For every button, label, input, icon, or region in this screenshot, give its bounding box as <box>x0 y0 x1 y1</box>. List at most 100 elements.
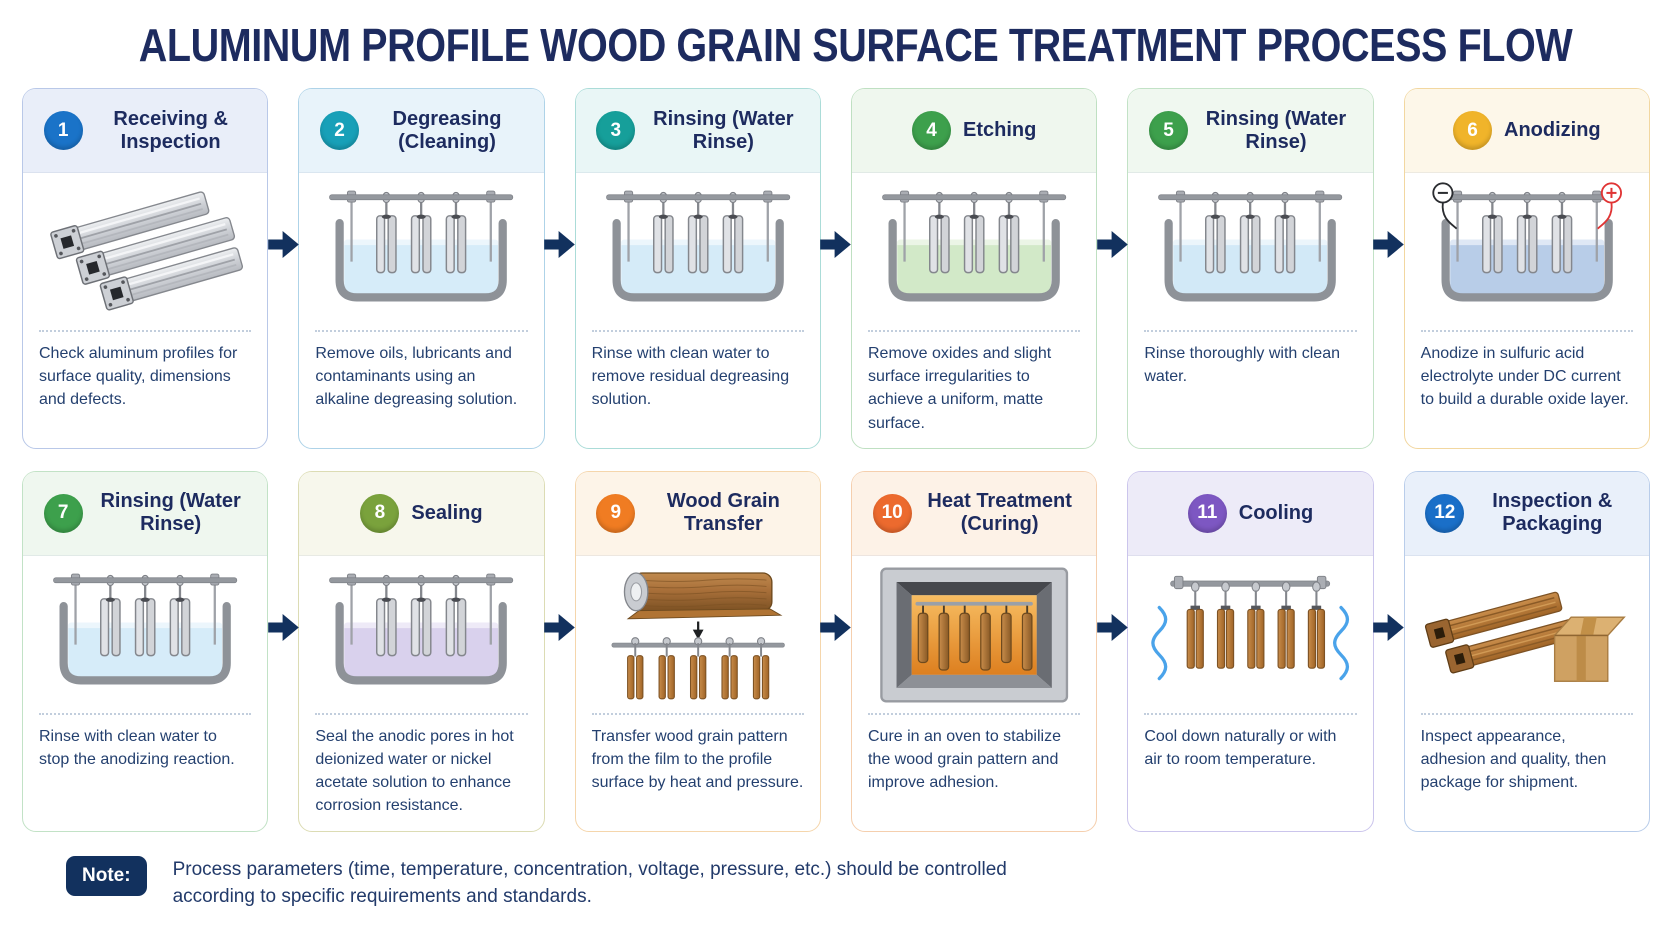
step-number-badge: 5 <box>1148 111 1188 150</box>
step-description: Rinse with clean water to remove residua… <box>591 345 790 409</box>
step-title: Rinsing (Water Rinse) <box>1205 107 1347 153</box>
dip-tank-illustration <box>1158 190 1343 302</box>
step-illustration <box>852 556 1096 708</box>
dip-tank-illustration <box>53 573 238 685</box>
step-number-badge: 6 <box>1453 111 1492 150</box>
step-illustration <box>299 556 543 708</box>
flow-arrow-icon <box>820 230 852 258</box>
dip-tank-illustration <box>605 190 790 302</box>
right-arrow-icon <box>544 230 575 258</box>
divider <box>1420 712 1633 715</box>
right-arrow-icon <box>820 613 852 641</box>
divider <box>315 330 528 332</box>
flow-arrow-icon <box>268 230 299 258</box>
flow-arrow-icon <box>544 230 575 258</box>
step-number-badge: 8 <box>360 493 400 533</box>
flow-arrow-icon <box>544 613 575 641</box>
step-title: Heat Treatment (Curing) <box>927 490 1072 536</box>
step-header: 4 Etching <box>851 89 1097 173</box>
process-step-card-12: 12 Inspection & Packaging Inspect appear… <box>1403 470 1650 832</box>
note-badge: Note: <box>66 855 147 896</box>
process-step-card-11: 11 Cooling <box>1127 470 1374 832</box>
step-header: 10 Heat Treatment (Curing) <box>851 471 1097 556</box>
flow-arrow-icon <box>1373 613 1404 641</box>
step-number-badge: 2 <box>319 111 359 150</box>
step-description: Rinse with clean water to stop the anodi… <box>39 727 235 768</box>
step-title: Cooling <box>1238 501 1314 524</box>
flow-row-2: 7 Rinsing (Water Rinse) Rinse with clean… <box>22 470 1650 832</box>
step-illustration <box>1128 556 1372 708</box>
divider <box>39 712 252 715</box>
cooling-rack-illustration <box>1151 575 1350 680</box>
curing-oven-illustration <box>880 567 1069 703</box>
step-illustration <box>1405 556 1649 708</box>
step-description: Remove oils, lubricants and contaminants… <box>315 345 518 409</box>
note-text: Process parameters (time, temperature, c… <box>172 858 1007 908</box>
step-title: Receiving & Inspection <box>113 107 228 153</box>
step-number-badge: 4 <box>911 111 951 150</box>
step-illustration <box>1405 173 1649 325</box>
step-illustration <box>23 173 267 325</box>
step-description: Rinse thoroughly with clean water. <box>1144 345 1340 386</box>
step-number-badge: 7 <box>43 493 83 533</box>
dip-tank-illustration <box>882 190 1067 302</box>
step-title: Anodizing <box>1504 119 1601 141</box>
step-illustration <box>23 556 267 708</box>
step-header: 5 Rinsing (Water Rinse) <box>1128 89 1373 173</box>
step-number-badge: 9 <box>596 493 636 533</box>
step-description: Anodize in sulfuric acid electrolyte und… <box>1420 345 1629 409</box>
right-arrow-icon <box>1373 613 1404 641</box>
right-arrow-icon <box>268 230 299 258</box>
step-description: Remove oxides and slight surface irregul… <box>867 345 1052 432</box>
flow-row-1: 1 Receiving & Inspection <box>22 88 1650 449</box>
note-section: Note: Process parameters (time, temperat… <box>66 855 1650 911</box>
aluminum-profiles-illustration <box>50 191 244 311</box>
divider <box>591 330 804 332</box>
page-title: ALUMINUM PROFILE WOOD GRAIN SURFACE TREA… <box>22 18 1650 72</box>
step-description: Cure in an oven to stabilize the wood gr… <box>867 727 1061 792</box>
step-description: Inspect appearance, adhesion and quality… <box>1420 727 1607 792</box>
flow-arrow-icon <box>1097 613 1128 641</box>
step-header: 11 Cooling <box>1128 471 1373 556</box>
step-description: Cool down naturally or with air to room … <box>1144 727 1337 768</box>
dip-tank-illustration <box>329 573 514 685</box>
step-title: Etching <box>962 119 1037 141</box>
step-header: 3 Rinsing (Water Rinse) <box>575 89 820 173</box>
process-flow: 1 Receiving & Inspection <box>22 88 1650 832</box>
flow-arrow-icon <box>1097 230 1128 258</box>
process-step-card-4: 4 Etching Remove oxides and slight surfa… <box>850 88 1098 449</box>
right-arrow-icon <box>268 613 299 641</box>
right-arrow-icon <box>1373 230 1404 258</box>
divider <box>315 712 528 715</box>
divider <box>1144 330 1357 332</box>
flow-arrow-icon <box>268 613 299 641</box>
process-step-card-1: 1 Receiving & Inspection <box>22 88 269 449</box>
wood-grain-film-illustration <box>611 572 785 700</box>
flow-arrow-icon <box>1373 230 1404 258</box>
step-number-badge: 12 <box>1425 493 1465 533</box>
wood-profiles-and-box-illustration <box>1424 591 1626 682</box>
step-title: Rinsing (Water Rinse) <box>100 490 241 536</box>
step-title: Sealing <box>411 501 483 524</box>
step-number-badge: 3 <box>596 111 636 150</box>
dip-tank-illustration <box>1432 182 1622 302</box>
step-header: 12 Inspection & Packaging <box>1404 471 1649 556</box>
page-title-text: ALUMINUM PROFILE WOOD GRAIN SURFACE TREA… <box>138 19 1573 71</box>
step-header: 9 Wood Grain Transfer <box>575 471 820 556</box>
flow-arrow-icon <box>820 613 852 641</box>
process-step-card-3: 3 Rinsing (Water Rinse) Rinse with clean… <box>574 88 821 449</box>
step-illustration <box>576 173 820 325</box>
process-step-card-8: 8 Sealing Seal the anodic pores in hot d… <box>298 470 545 832</box>
step-title: Degreasing (Cleaning) <box>392 107 502 153</box>
divider <box>1144 712 1357 715</box>
cardboard-box <box>1552 616 1626 682</box>
divider <box>591 712 804 715</box>
right-arrow-icon <box>1097 613 1128 641</box>
divider <box>867 330 1081 332</box>
step-header: 1 Receiving & Inspection <box>23 89 268 173</box>
step-header: 7 Rinsing (Water Rinse) <box>23 471 268 556</box>
step-number-badge: 10 <box>872 493 912 533</box>
dip-tank-illustration <box>329 190 514 302</box>
step-number-badge: 1 <box>43 111 83 150</box>
